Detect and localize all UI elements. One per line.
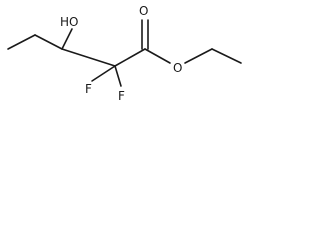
ester-oxygen-label: O <box>173 61 182 75</box>
bond-ester-o-ch2 <box>184 48 213 64</box>
bond-ch2-ch3-ester <box>211 48 242 64</box>
bond-c-f-right <box>114 65 122 87</box>
bond-c-oh <box>61 28 73 50</box>
fluorine-left-label: F <box>85 82 92 96</box>
bond-carbonyl-ester-o <box>144 48 171 64</box>
bond-ch3-ch2 <box>7 34 36 50</box>
bond-choh-cf2 <box>61 48 116 67</box>
molecule-drawing: HO O O F F <box>7 4 242 103</box>
fluorine-right-label: F <box>118 89 125 103</box>
bond-cf2-carbonyl <box>114 48 146 67</box>
carbonyl-oxygen-label: O <box>139 4 148 18</box>
structure-canvas: HO O O F F <box>0 0 250 112</box>
hydroxyl-label: HO <box>60 15 78 29</box>
bond-c-f-left <box>91 65 116 82</box>
bond-ch2-choh <box>34 34 63 50</box>
